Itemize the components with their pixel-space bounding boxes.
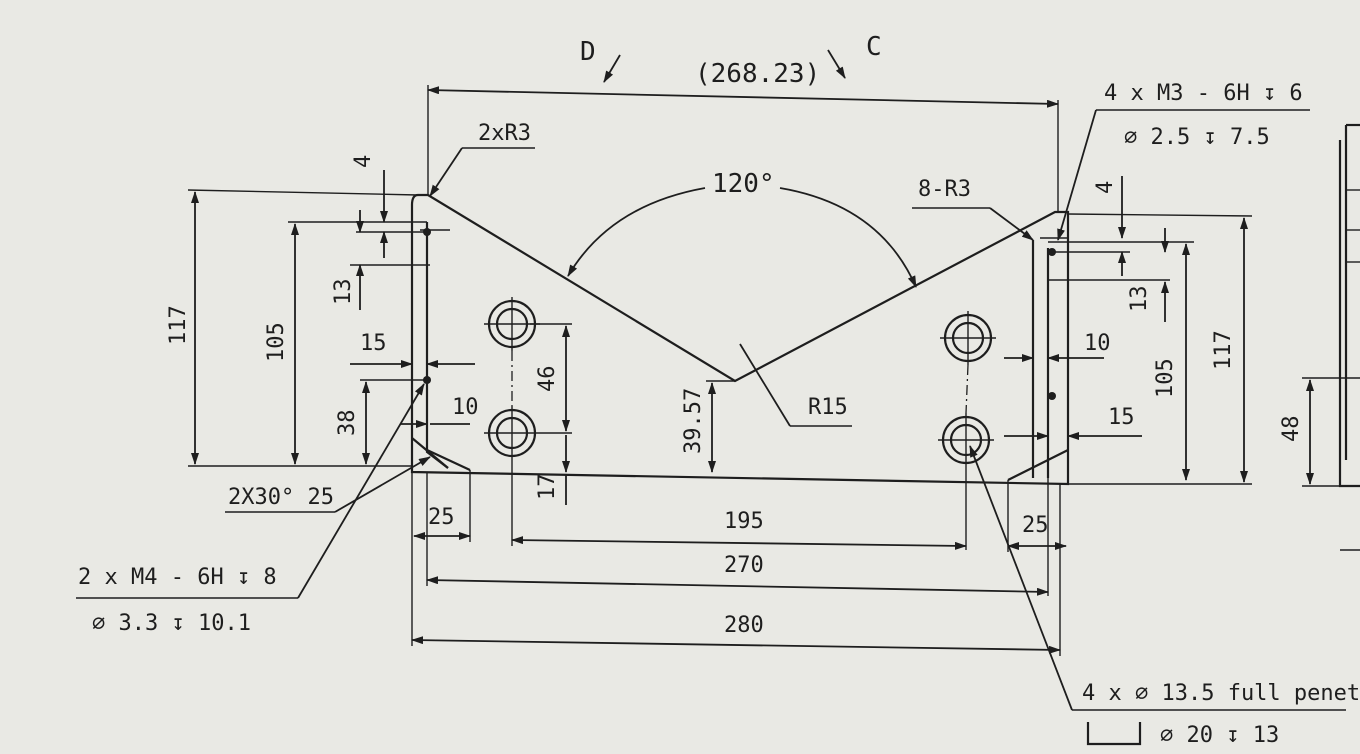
svg-text:15: 15 [360, 331, 387, 356]
thread-callout-right: 4 x M3 - 6H ↧ 6 ⌀ 2.5 ↧ 7.5 [1057, 81, 1310, 241]
svg-text:2xR3: 2xR3 [478, 121, 531, 146]
svg-text:2X30° 25: 2X30° 25 [228, 485, 334, 510]
svg-text:⌀ 2.5 ↧ 7.5: ⌀ 2.5 ↧ 7.5 [1124, 125, 1270, 150]
radius-2xr3-callout: 2xR3 [429, 121, 535, 197]
svg-text:10: 10 [1084, 331, 1111, 356]
hole-note-callout: 4 x ⌀ 13.5 full penetration ⌀ 20 ↧ 13 [969, 445, 1360, 748]
dimension-105-right: 105 [1048, 241, 1194, 481]
svg-text:4: 4 [351, 155, 376, 168]
dimension-46: 46 [530, 323, 572, 432]
svg-text:2 x M4 - 6H ↧ 8: 2 x M4 - 6H ↧ 8 [78, 565, 277, 590]
radius-r15-callout: R15 [739, 343, 852, 427]
radius-8r3-callout: 8-R3 [912, 177, 1034, 241]
chamfer-callout: 2X30° 25 [225, 456, 431, 513]
hole-lower-left [484, 406, 572, 460]
dimension-39-57: 39.57 [681, 380, 735, 473]
angle-120-dimension: 120° [567, 169, 917, 288]
side-view-fragment: 48 [1279, 123, 1360, 551]
dimension-13-left: 13 [331, 210, 430, 310]
svg-text:4: 4 [1093, 181, 1118, 194]
svg-text:15: 15 [1108, 405, 1135, 430]
svg-text:280: 280 [724, 613, 764, 638]
svg-text:25: 25 [1022, 513, 1049, 538]
svg-text:38: 38 [335, 410, 360, 437]
dimension-10-right: 10 [1004, 331, 1111, 362]
dimension-280: 280 [411, 472, 1061, 656]
dimension-270: 270 [426, 472, 1049, 596]
thread-callout-left: 2 x M4 - 6H ↧ 8 ⌀ 3.3 ↧ 10.1 [76, 383, 425, 636]
dimension-15-right: 15 [1004, 405, 1142, 440]
dimension-25-left: 25 [413, 470, 471, 542]
svg-text:39.57: 39.57 [681, 388, 706, 454]
dimension-117-left: 117 [166, 189, 419, 467]
svg-text:13: 13 [331, 279, 356, 306]
svg-text:17: 17 [535, 474, 560, 501]
svg-text:13: 13 [1127, 286, 1152, 313]
hole-lower-right [938, 413, 994, 467]
svg-text:48: 48 [1279, 416, 1304, 443]
dimension-10-left: 10 [400, 395, 479, 428]
svg-text:⌀ 3.3 ↧ 10.1: ⌀ 3.3 ↧ 10.1 [92, 611, 251, 636]
svg-text:R15: R15 [808, 395, 848, 420]
svg-text:46: 46 [535, 366, 560, 393]
dimension-38: 38 [335, 379, 427, 465]
svg-text:⌀ 20 ↧ 13: ⌀ 20 ↧ 13 [1160, 723, 1279, 748]
view-d-label: D [580, 37, 596, 67]
svg-text:270: 270 [724, 553, 764, 578]
dimension-13-right: 13 [1048, 228, 1170, 322]
svg-text:4 x ⌀ 13.5 full penetration: 4 x ⌀ 13.5 full penetration [1082, 681, 1360, 706]
overall-ref-label: (268.23) [695, 59, 820, 89]
view-c-label: C [866, 32, 882, 62]
svg-text:8-R3: 8-R3 [918, 177, 971, 202]
dimension-117-right: 117 [1067, 213, 1253, 485]
thread-hole-right-lower [1048, 392, 1056, 400]
svg-text:120°: 120° [712, 169, 775, 199]
dimension-105-left: 105 [264, 221, 427, 465]
svg-text:117: 117 [166, 305, 191, 345]
dimension-195: 195 [511, 460, 967, 550]
svg-text:105: 105 [264, 322, 289, 362]
svg-text:195: 195 [724, 509, 764, 534]
dimension-15-left: 15 [350, 331, 475, 368]
svg-text:105: 105 [1153, 358, 1178, 398]
dimension-4-left: 4 [351, 155, 430, 258]
svg-text:10: 10 [452, 395, 479, 420]
dimension-25-right: 25 [1007, 480, 1067, 552]
svg-text:117: 117 [1211, 330, 1236, 370]
svg-text:4 x M3 - 6H ↧ 6: 4 x M3 - 6H ↧ 6 [1104, 81, 1303, 106]
dimension-17: 17 [535, 435, 570, 505]
overall-reference-dimension: (268.23) [427, 59, 1059, 212]
hole-upper-right [940, 311, 996, 365]
dimension-4-right: 4 [1048, 176, 1130, 276]
svg-text:25: 25 [428, 505, 455, 530]
